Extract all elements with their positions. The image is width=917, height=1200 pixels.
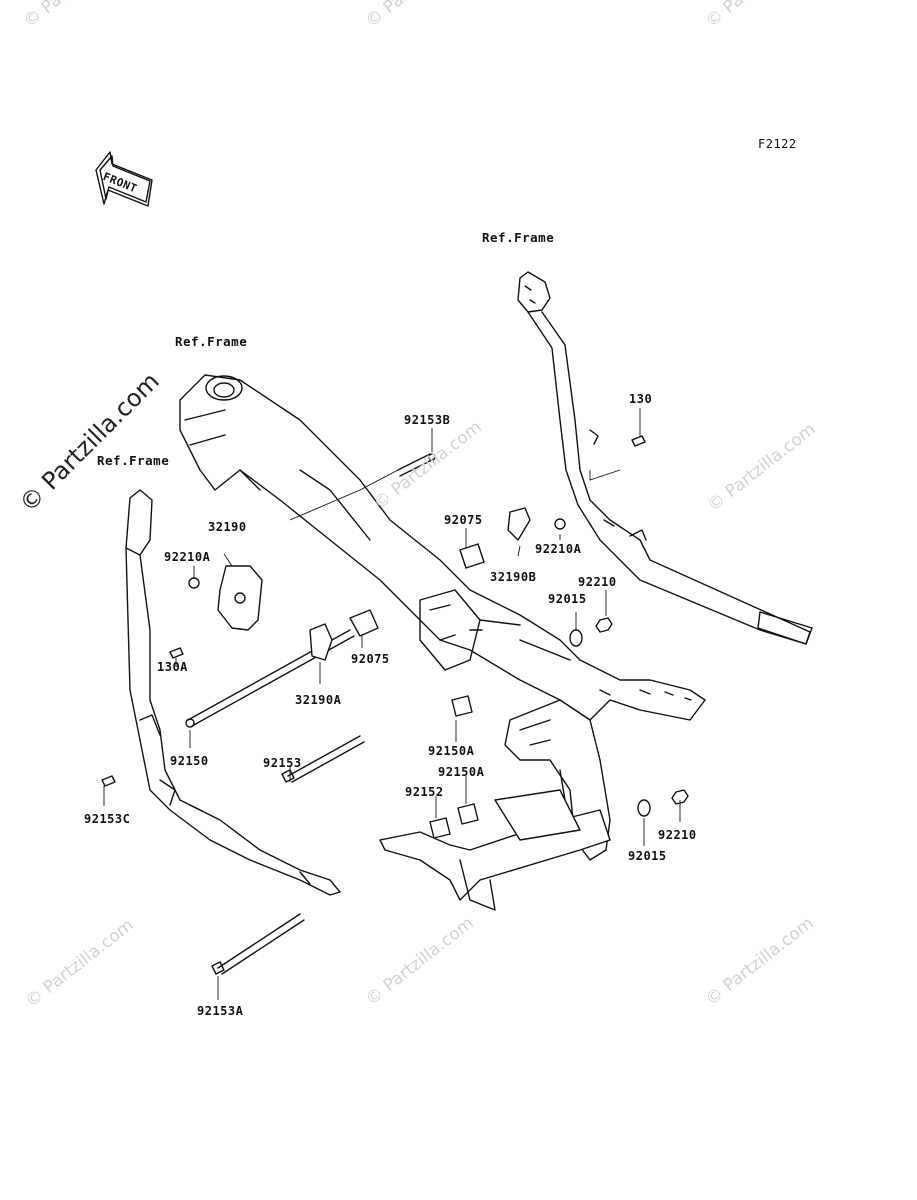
leader-lines (103, 408, 681, 1000)
part-label-92210-right: 92210 (578, 575, 617, 589)
ref-frame-label-left: Ref.Frame (97, 453, 170, 468)
damper-92075-top (459, 543, 485, 569)
part-label-130A: 130A (157, 660, 188, 674)
figure-code: F2122 (758, 137, 797, 151)
long-bolt-92153 (281, 735, 365, 783)
part-label-92150A-mid: 92150A (428, 744, 475, 758)
part-label-92153: 92153 (263, 756, 302, 770)
washer-92015-low (637, 799, 651, 817)
washer-92015-right (569, 629, 583, 647)
part-label-92153B: 92153B (404, 413, 451, 427)
nut-92210A-right (554, 518, 566, 530)
collar-92152 (429, 817, 451, 839)
bracket-32190A (309, 623, 333, 661)
part-label-92075-top: 92075 (444, 513, 483, 527)
part-label-92075-mid: 92075 (351, 652, 390, 666)
damper-92150A-mid (451, 695, 473, 717)
bolt-130 (631, 435, 646, 447)
front-arrow-icon (95, 151, 153, 207)
part-label-32190B: 32190B (490, 570, 537, 584)
part-label-92150: 92150 (170, 754, 209, 768)
bracket-32190 (217, 565, 263, 631)
nut-92210A-left (188, 577, 200, 589)
part-label-92210A-right: 92210A (535, 542, 582, 556)
nut-92210-right (595, 617, 613, 633)
part-label-92015-right: 92015 (548, 592, 587, 606)
part-label-32190A: 32190A (295, 693, 342, 707)
left-side-rail (125, 489, 341, 896)
bracket-32190B (507, 507, 531, 541)
lower-cross-member (379, 699, 611, 911)
part-label-92210-low: 92210 (658, 828, 697, 842)
damper-92150A-low (457, 803, 479, 825)
part-label-130: 130 (629, 392, 653, 406)
part-label-92152: 92152 (405, 785, 444, 799)
part-label-32190: 32190 (208, 520, 247, 534)
part-label-92210A-left: 92210A (164, 550, 211, 564)
main-frame-backbone (179, 374, 706, 721)
bolt-92153C (101, 775, 116, 787)
ref-frame-label-top: Ref.Frame (175, 334, 248, 349)
damper-92075-mid (349, 609, 379, 637)
part-label-92015-low: 92015 (628, 849, 667, 863)
ref-frame-label-right: Ref.Frame (482, 230, 555, 245)
part-label-92153A: 92153A (197, 1004, 244, 1018)
right-side-rail (517, 271, 813, 645)
bolt-130A (169, 647, 184, 659)
long-bolt-92153A (211, 913, 305, 975)
short-bolt-92153B (397, 453, 436, 477)
nut-92210-low (671, 789, 689, 805)
part-label-92153C: 92153C (84, 812, 131, 826)
part-label-92150A-low: 92150A (438, 765, 485, 779)
